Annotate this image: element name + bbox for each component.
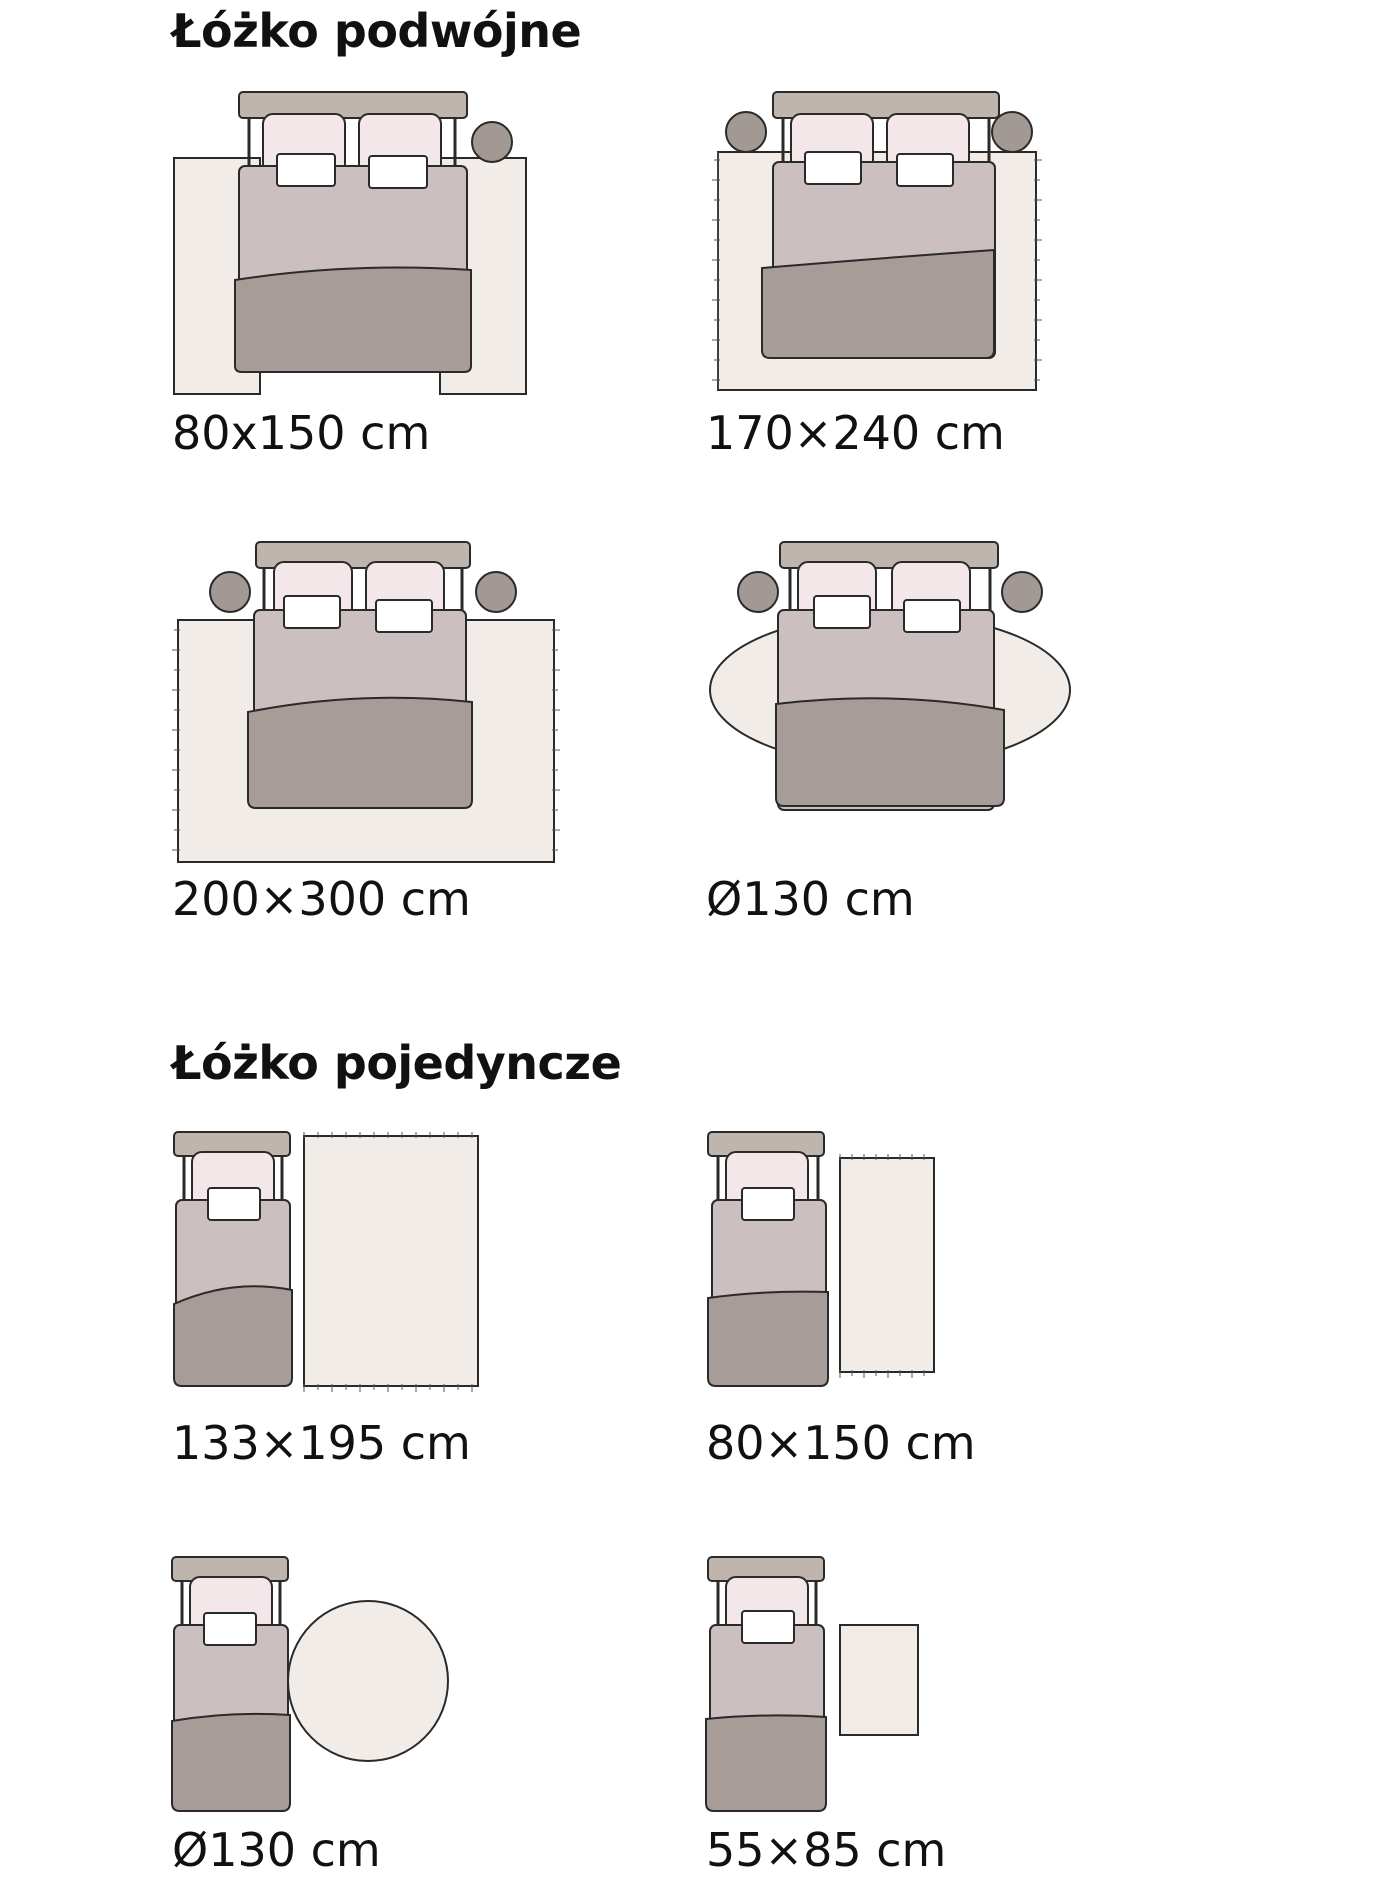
- bed-rug-illustration: [705, 1556, 919, 1812]
- nightstand-right: [475, 571, 517, 613]
- nightstand-left: [209, 571, 251, 613]
- rug: [303, 1135, 479, 1387]
- pillow-white: [203, 1612, 257, 1646]
- bed-rug-illustration: [709, 541, 1071, 811]
- size-label: Ø130 cm: [172, 1823, 381, 1877]
- pillow-white-right: [903, 599, 961, 633]
- rug: [287, 1600, 449, 1762]
- bed-rug-illustration: [707, 1131, 935, 1387]
- pillow-white: [207, 1187, 261, 1221]
- headboard: [238, 91, 468, 119]
- nightstand-right: [471, 121, 513, 163]
- duvet: [707, 1290, 829, 1387]
- pillow-white: [741, 1187, 795, 1221]
- nightstand-right: [1001, 571, 1043, 613]
- bed-rug-illustration: [712, 91, 1042, 391]
- section-title-single-bed: Łóżko pojedyncze: [172, 1036, 622, 1090]
- rug: [839, 1624, 919, 1736]
- duvet: [173, 1285, 293, 1387]
- rug-option-double-round-130[interactable]: Ø130 cm: [706, 540, 1226, 930]
- rug-option-double-80x150[interactable]: 80x150 cm: [172, 90, 692, 470]
- bed-rug-illustration: [171, 1556, 449, 1812]
- rug-option-single-55x85[interactable]: 55×85 cm: [705, 1555, 1226, 1873]
- duvet: [705, 1714, 827, 1812]
- headboard: [772, 91, 1000, 119]
- duvet: [247, 696, 473, 809]
- pillow-white-right: [375, 599, 433, 633]
- pillow-white: [741, 1610, 795, 1644]
- size-label: 170×240 cm: [706, 406, 1005, 460]
- size-label: 80×150 cm: [706, 1416, 976, 1470]
- nightstand-right: [991, 111, 1033, 153]
- bed-rug-illustration: [173, 91, 527, 395]
- pillow-white-right: [896, 153, 954, 187]
- rug-option-double-200x300[interactable]: 200×300 cm: [172, 540, 692, 930]
- size-label: 55×85 cm: [706, 1823, 947, 1877]
- duvet: [761, 248, 995, 359]
- size-label: 133×195 cm: [172, 1416, 471, 1470]
- rug-option-double-170x240[interactable]: 170×240 cm: [706, 90, 1226, 470]
- rug: [839, 1157, 935, 1373]
- size-label: Ø130 cm: [706, 872, 915, 926]
- section-title-double-bed: Łóżko podwójne: [172, 4, 582, 58]
- bed-rug-illustration: [173, 1131, 479, 1392]
- nightstand-left: [725, 111, 767, 153]
- size-label: 80x150 cm: [172, 406, 431, 460]
- size-label: 200×300 cm: [172, 872, 471, 926]
- rug-option-single-133x195[interactable]: 133×195 cm: [172, 1130, 692, 1470]
- nightstand-left: [737, 571, 779, 613]
- pillow-white-left: [813, 595, 871, 629]
- pillow-white-right: [368, 155, 428, 189]
- duvet: [234, 266, 472, 373]
- duvet: [775, 697, 1005, 807]
- duvet: [171, 1712, 291, 1812]
- rug-option-single-round-130[interactable]: Ø130 cm: [171, 1555, 692, 1873]
- bed-rug-illustration: [172, 541, 560, 863]
- rug-option-single-80x150[interactable]: 80×150 cm: [706, 1130, 1226, 1470]
- pillow-white-left: [276, 153, 336, 187]
- pillow-white-left: [283, 595, 341, 629]
- pillow-white-left: [804, 151, 862, 185]
